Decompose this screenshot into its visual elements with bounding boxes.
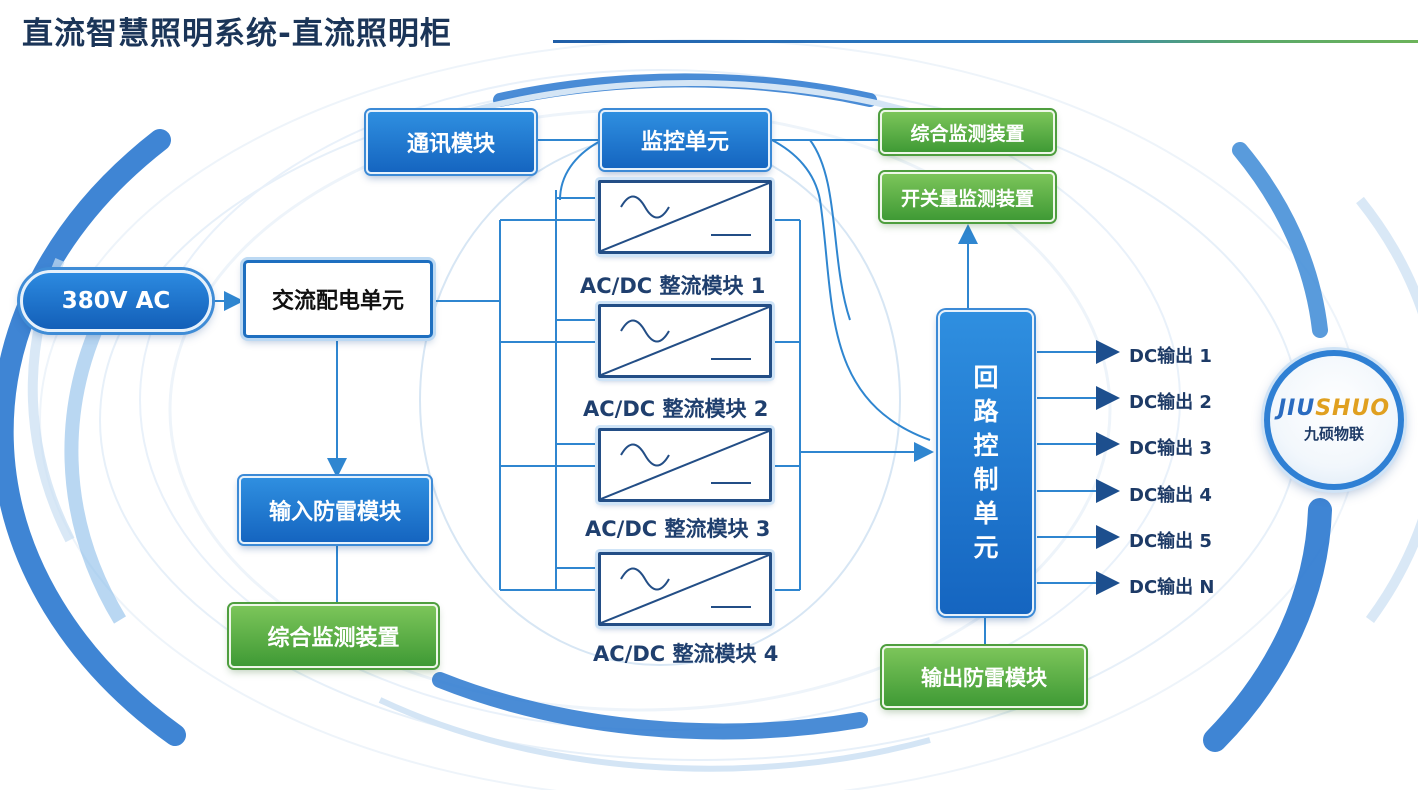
monitor-top-node: 综合监测装置 (880, 110, 1055, 154)
company-logo: JIUSHUO 九硕物联 (1264, 350, 1404, 490)
dc-output-n: DC输出 N (1129, 577, 1215, 598)
rectifier-label-3: AC/DC 整流模块 3 (585, 517, 771, 541)
logo-mark-b: SHUO (1315, 396, 1391, 421)
rectifier-module-3 (598, 428, 772, 502)
title-underline (553, 40, 1418, 43)
loop-control-char: 元 (973, 533, 999, 562)
rectifier-label-1: AC/DC 整流模块 1 (580, 274, 766, 298)
loop-control-char: 回 (973, 363, 999, 392)
logo-mark: JIUSHUO (1278, 396, 1390, 421)
dc-output-3: DC输出 3 (1129, 438, 1212, 459)
loop-control-char: 制 (973, 465, 999, 494)
monitor-left-node: 综合监测装置 (229, 604, 438, 668)
output-surge-node: 输出防雷模块 (882, 646, 1086, 708)
ac-distribution-node: 交流配电单元 (243, 260, 433, 338)
ac-input-node: 380V AC (20, 270, 212, 332)
rectifier-module-2 (598, 304, 772, 378)
loop-control-node: 回 路 控 制 单 元 (938, 310, 1034, 616)
rectifier-symbol-icon (601, 431, 769, 499)
monitor-unit-node: 监控单元 (600, 110, 770, 170)
dc-output-2: DC输出 2 (1129, 392, 1212, 413)
input-surge-node: 输入防雷模块 (239, 476, 431, 544)
rectifier-label-4: AC/DC 整流模块 4 (593, 642, 779, 666)
loop-control-char: 控 (973, 431, 999, 460)
comm-module-node: 通讯模块 (366, 110, 536, 174)
rectifier-symbol-icon (601, 183, 769, 251)
loop-control-char: 单 (973, 499, 999, 528)
dc-output-4: DC输出 4 (1129, 485, 1212, 506)
rectifier-module-4 (598, 552, 772, 626)
rectifier-module-1 (598, 180, 772, 254)
logo-name: 九硕物联 (1303, 425, 1364, 443)
dc-output-5: DC输出 5 (1129, 531, 1212, 552)
rectifier-label-2: AC/DC 整流模块 2 (583, 397, 769, 421)
rectifier-symbol-icon (601, 307, 769, 375)
loop-control-char: 路 (973, 397, 999, 426)
dc-output-1: DC输出 1 (1129, 346, 1212, 367)
page-title: 直流智慧照明系统-直流照明柜 (22, 16, 452, 52)
logo-mark-a: JIU (1277, 396, 1316, 421)
switch-monitor-node: 开关量监测装置 (880, 172, 1055, 222)
rectifier-symbol-icon (601, 555, 769, 623)
